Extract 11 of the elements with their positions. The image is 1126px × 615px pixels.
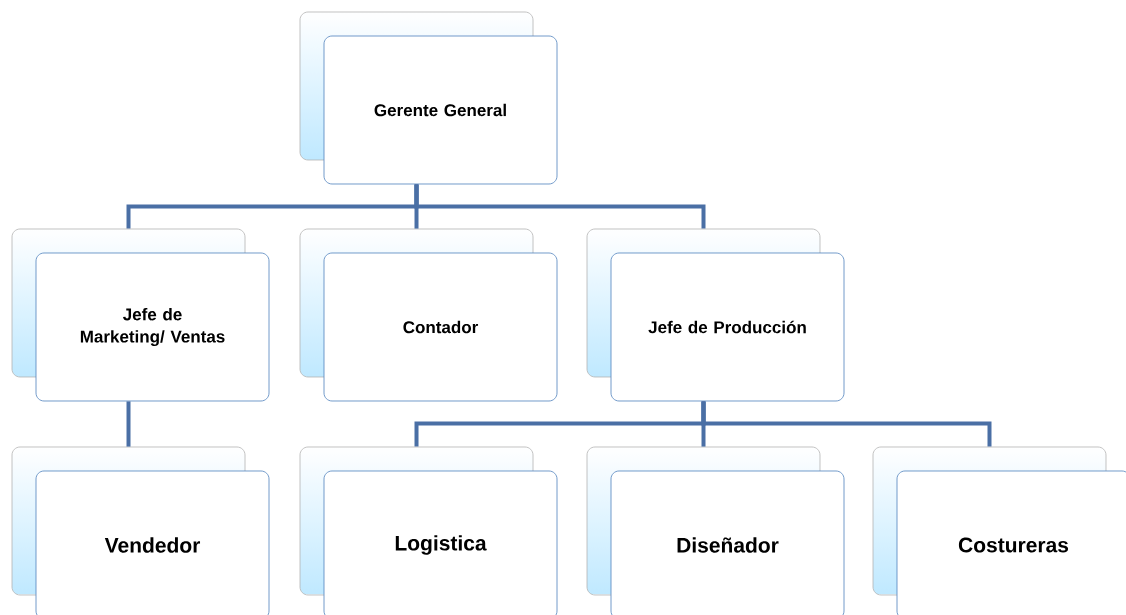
connector-line	[126, 401, 131, 447]
org-box: Logistica	[299, 446, 558, 615]
connector-line	[414, 184, 706, 229]
org-box: Jefe de Marketing/ Ventas	[11, 228, 270, 402]
org-box: Diseñador	[586, 446, 845, 615]
org-box: Gerente General	[299, 11, 558, 185]
connector-line	[701, 401, 992, 447]
org-box: Contador	[299, 228, 558, 402]
org-box: Vendedor	[11, 446, 270, 615]
org-box: Costureras	[872, 446, 1126, 615]
org-box: Jefe de Producción	[586, 228, 845, 402]
